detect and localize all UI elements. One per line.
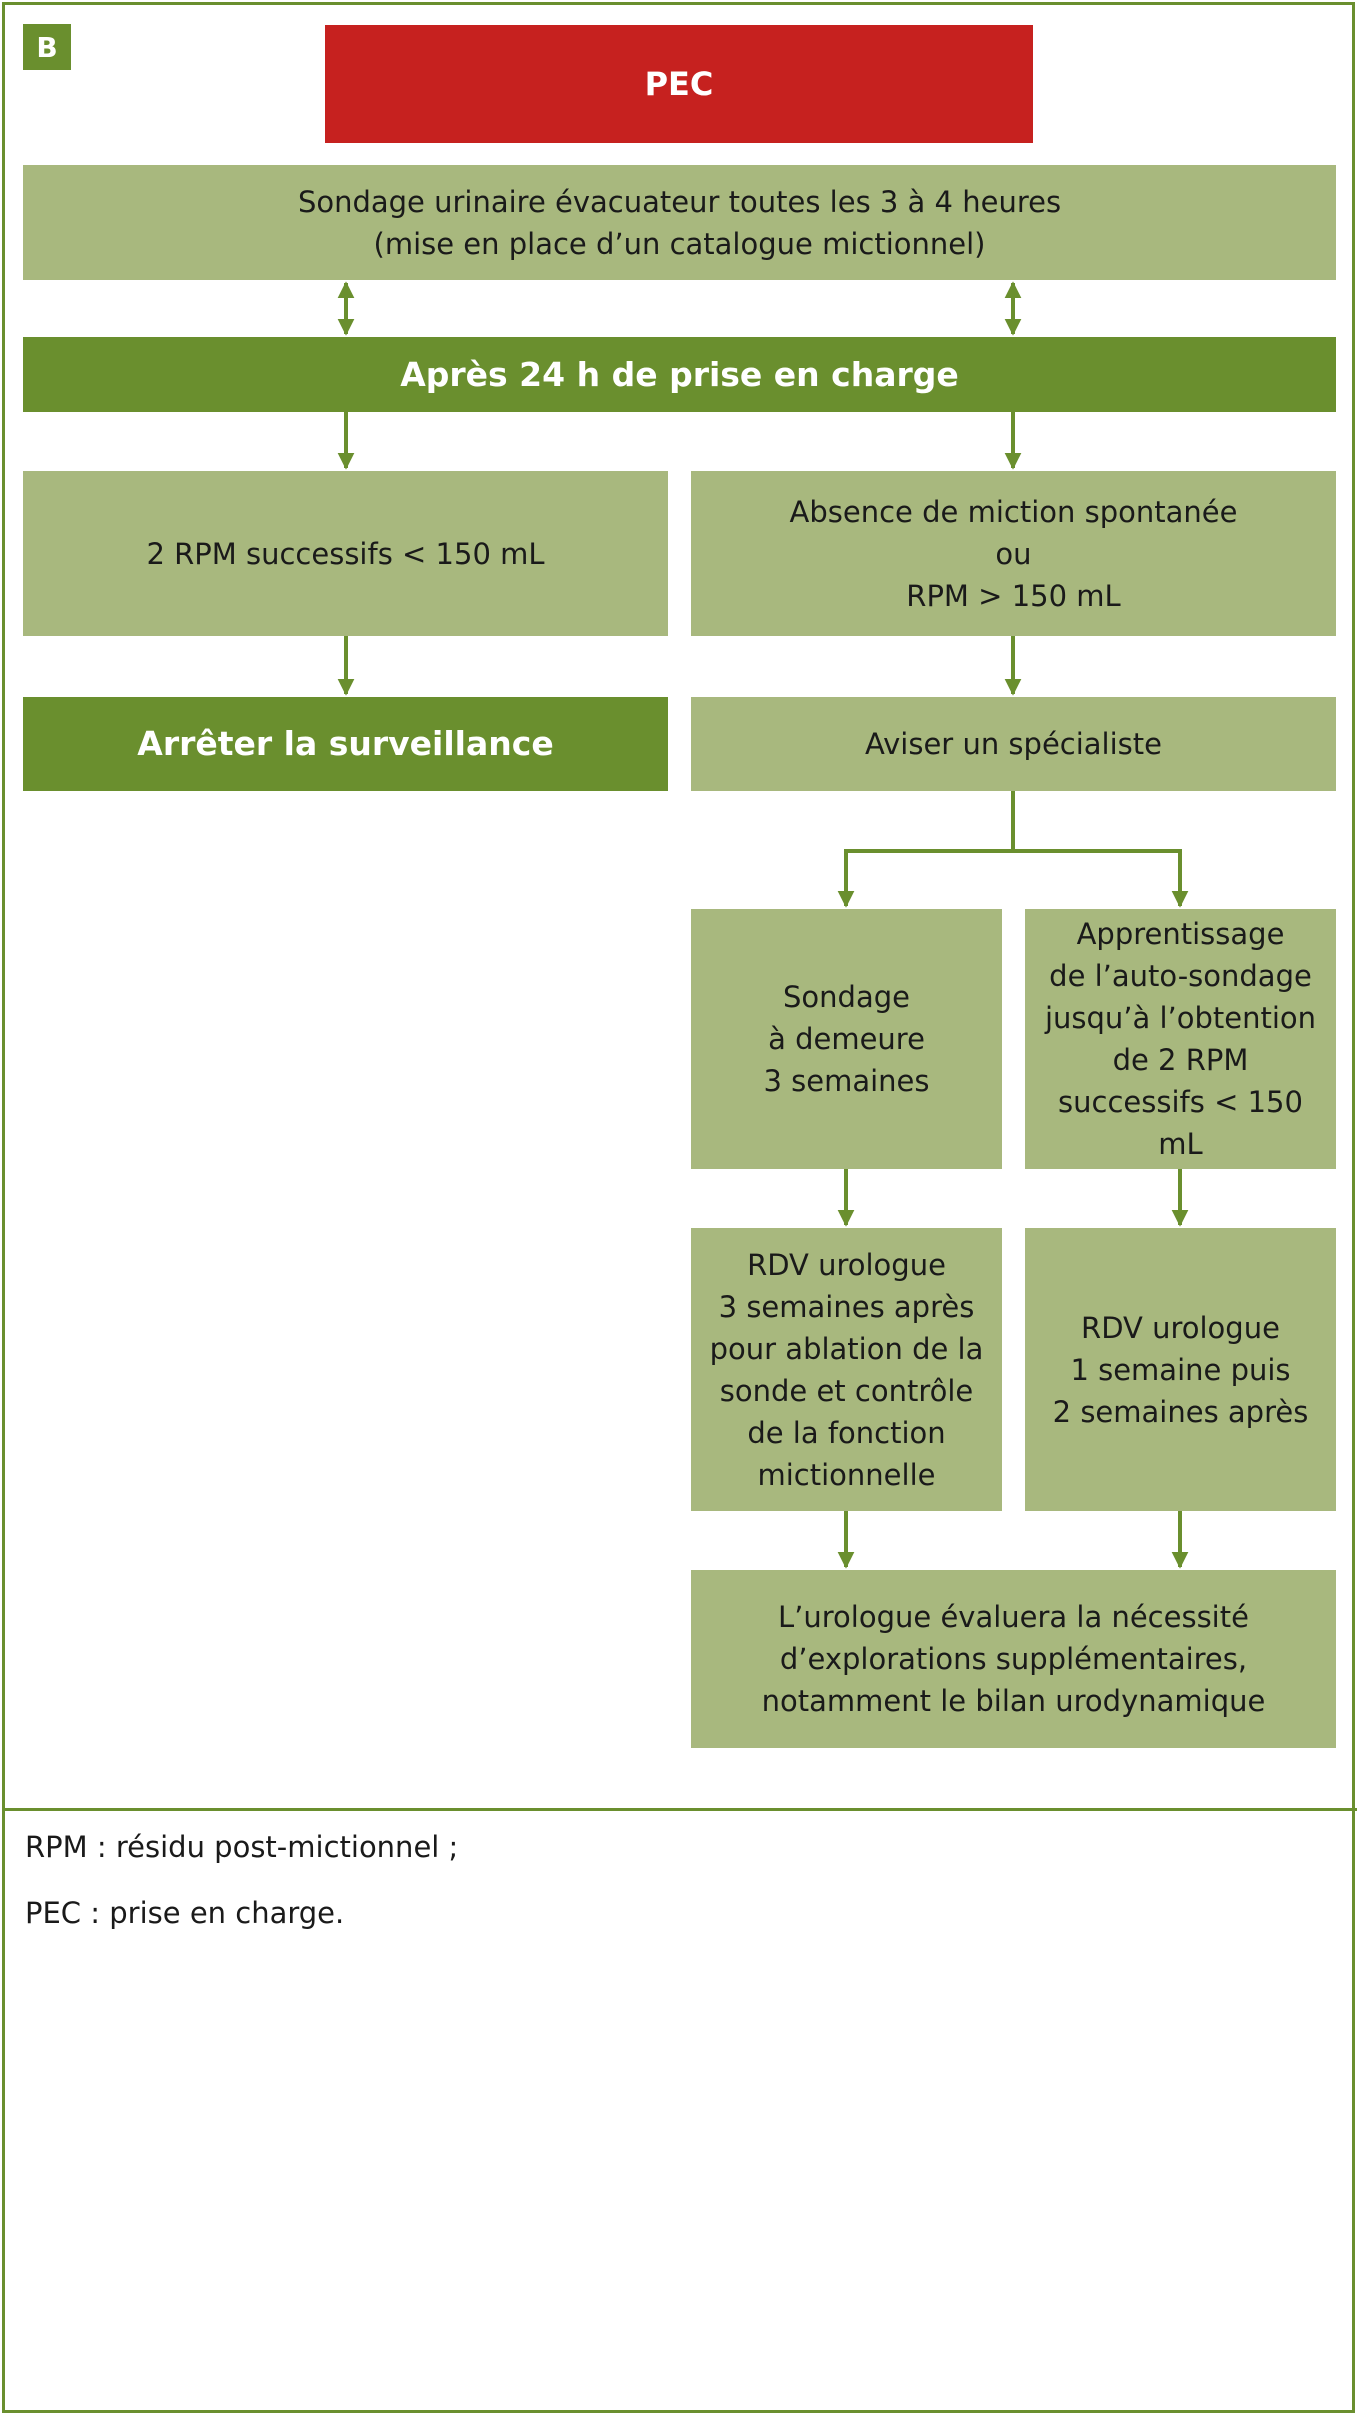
rdv-urologue-1-box: RDV urologue 3 semaines après pour ablat… [691,1228,1002,1511]
connector-arrows [337,281,1189,1569]
footnote-pec: PEC : prise en charge. [25,1896,345,1930]
footnote-rpm: RPM : résidu post-mictionnel ; [25,1830,459,1864]
panel-label: B [23,24,71,70]
footnote-divider [2,1808,1357,1811]
connector-aviser-split [837,791,1015,908]
sondage-box: Sondage urinaire évacuateur toutes les 3… [23,165,1336,280]
connector-aviser-split-right [1013,849,1189,908]
auto-sondage-box: Apprentissage de l’auto-sondage jusqu’à … [1025,909,1336,1169]
rdv-urologue-2-box: RDV urologue 1 semaine puis 2 semaines a… [1025,1228,1336,1511]
sondage-demeure-box: Sondage à demeure 3 semaines [691,909,1002,1169]
absence-miction-box: Absence de miction spontanée ou RPM > 15… [691,471,1336,636]
rpm-successifs-box: 2 RPM successifs < 150 mL [23,471,668,636]
urologue-evaluera-box: L’urologue évaluera la nécessité d’explo… [691,1570,1336,1748]
apres-24h-box: Après 24 h de prise en charge [23,337,1336,412]
pec-box: PEC [325,25,1033,143]
arreter-surveillance-box: Arrêter la surveillance [23,697,668,791]
aviser-specialiste-box: Aviser un spécialiste [691,697,1336,791]
